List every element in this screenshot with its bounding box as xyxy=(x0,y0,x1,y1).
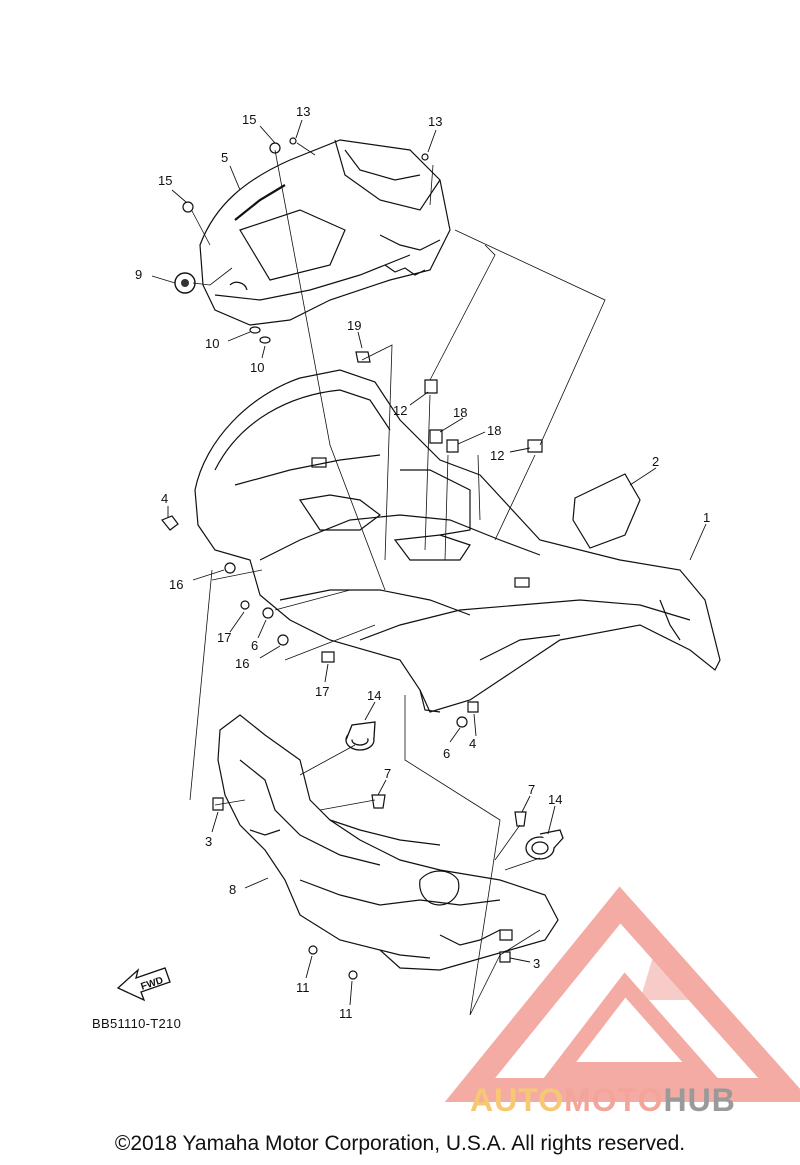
callout-number: 15 xyxy=(242,112,256,127)
diagram-code: BB51110-T210 xyxy=(92,1016,182,1031)
callout-number: 16 xyxy=(235,656,249,671)
callout-number: 17 xyxy=(315,684,329,699)
watermark-logo-icon xyxy=(444,886,800,1102)
part-14-socket-left-icon xyxy=(345,721,376,751)
part-5-upper-cover xyxy=(199,139,451,326)
watermark-text: AUTOMOTOHUB xyxy=(470,1082,736,1119)
callout-number: 6 xyxy=(251,638,258,653)
callout-number: 3 xyxy=(205,834,212,849)
hardware-screws-icon xyxy=(161,137,543,980)
part-8-lower-cover xyxy=(217,714,559,971)
callout-number: 1 xyxy=(703,510,710,525)
callout-number: 4 xyxy=(161,491,168,506)
callout-number: 14 xyxy=(367,688,381,703)
callout-number: 13 xyxy=(428,114,442,129)
part-1-front-fender xyxy=(194,369,721,713)
callout-number: 15 xyxy=(158,173,172,188)
callout-number: 16 xyxy=(169,577,183,592)
watermark-part-auto: AUTO xyxy=(470,1082,565,1118)
callout-number: 11 xyxy=(339,1006,353,1021)
assembly-lines xyxy=(189,142,606,1016)
callout-number: 12 xyxy=(393,403,407,418)
callout-number: 5 xyxy=(221,150,228,165)
part-14-socket-right-icon xyxy=(525,829,564,860)
callout-number: 17 xyxy=(217,630,231,645)
callout-number: 6 xyxy=(443,746,450,761)
watermark-part-hub: HUB xyxy=(663,1082,736,1118)
callout-number: 12 xyxy=(490,448,504,463)
callout-number: 3 xyxy=(533,956,540,971)
watermark-part-moto: MOTO xyxy=(564,1082,664,1118)
callout-number: 7 xyxy=(384,766,391,781)
callout-number: 4 xyxy=(469,736,476,751)
callout-number: 10 xyxy=(250,360,264,375)
callout-number: 2 xyxy=(652,454,659,469)
part-2-panel xyxy=(572,473,641,549)
callout-labels: 15 13 13 5 15 9 10 10 19 12 18 18 12 2 1… xyxy=(135,104,710,1021)
copyright-notice: ©2018 Yamaha Motor Corporation, U.S.A. A… xyxy=(114,1132,686,1155)
callout-number: 9 xyxy=(135,267,142,282)
callout-number: 10 xyxy=(205,336,219,351)
callout-number: 13 xyxy=(296,104,310,119)
callout-number: 8 xyxy=(229,882,236,897)
callout-leaders xyxy=(151,119,707,1006)
part-9-grommet-icon xyxy=(174,272,196,294)
fwd-arrow-icon: FWD xyxy=(116,967,171,1002)
callout-number: 19 xyxy=(347,318,361,333)
callout-number: 11 xyxy=(296,980,310,995)
callout-number: 7 xyxy=(528,782,535,797)
callout-number: 14 xyxy=(548,792,562,807)
callout-number: 18 xyxy=(487,423,501,438)
callout-number: 18 xyxy=(453,405,467,420)
